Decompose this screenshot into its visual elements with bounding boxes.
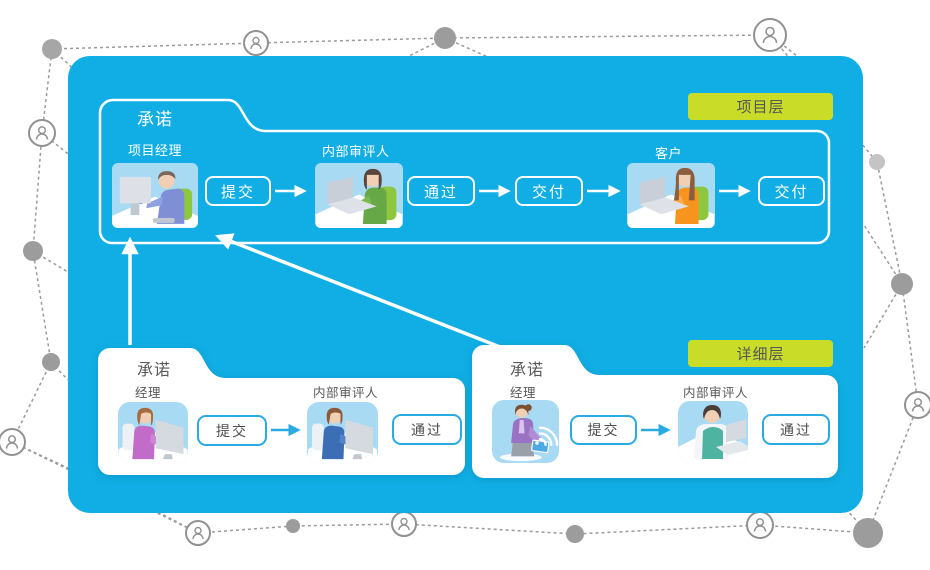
step-submit-left-label: 提交 (216, 423, 248, 440)
detail-right-folder-title: 承诺 (510, 360, 545, 379)
figure-left-manager (118, 402, 188, 463)
step-pass-project: 通过 (407, 176, 475, 206)
step-submit-project-label: 提交 (220, 182, 255, 201)
woman-at-laptop-illustration (315, 168, 403, 228)
step-submit-left: 提交 (197, 415, 267, 446)
step-deliver-project-label: 交付 (531, 182, 566, 201)
detail-layer-badge: 详细层 (688, 340, 833, 367)
figure-left-reviewer (307, 402, 378, 463)
dot-nodes (23, 27, 913, 548)
wifi-icon (538, 426, 559, 447)
role-label-project-manager: 项目经理 (128, 144, 183, 159)
project-layer-badge: 项目层 (688, 93, 833, 120)
step-pass-right-label: 通过 (780, 422, 812, 439)
figure-right-reviewer (678, 401, 748, 463)
step-pass-left: 通过 (392, 414, 462, 445)
role-label-customer: 客户 (655, 147, 683, 162)
woman-at-desktop-illustration (118, 407, 188, 463)
detail-left-folder-title: 承诺 (137, 360, 172, 379)
figure-customer (627, 163, 715, 228)
figure-right-manager (492, 400, 559, 463)
figure-project-manager (112, 163, 198, 228)
woman-with-tablet-wifi-illustration (499, 404, 559, 462)
role-label-left-manager: 经理 (135, 385, 162, 400)
step-submit-project: 提交 (205, 176, 271, 206)
step-pass-right: 通过 (762, 414, 830, 445)
project-layer-badge-label: 项目层 (736, 98, 785, 116)
main-blue-card: 项目层 详细层 承诺 项目经理 提交 内部审评人 (68, 56, 863, 513)
step-deliver-project: 交付 (515, 176, 583, 206)
step-pass-left-label: 通过 (411, 422, 443, 439)
role-label-right-manager: 经理 (510, 385, 537, 400)
project-folder-title: 承诺 (137, 110, 173, 130)
role-label-right-reviewer: 内部审评人 (683, 385, 749, 400)
step-pass-project-label: 通过 (423, 182, 458, 201)
man-at-laptop-teal-illustration (678, 405, 748, 463)
figure-internal-reviewer (315, 163, 403, 228)
step-submit-right: 提交 (570, 415, 637, 445)
person-at-desktop-blue-illustration (308, 407, 377, 463)
role-label-internal-reviewer: 内部审评人 (322, 145, 390, 160)
detail-layer-badge-label: 详细层 (736, 345, 785, 363)
step-submit-right-label: 提交 (587, 423, 620, 439)
pointer-arrow-diagonal (215, 233, 501, 349)
role-label-left-reviewer: 内部审评人 (313, 385, 379, 400)
step-deliver-final: 交付 (758, 176, 825, 206)
man-at-desktop-illustration (112, 171, 198, 228)
woman-at-laptop-orange-illustration (627, 167, 715, 228)
person-nodes (0, 18, 930, 546)
step-deliver-final-label: 交付 (774, 182, 809, 201)
